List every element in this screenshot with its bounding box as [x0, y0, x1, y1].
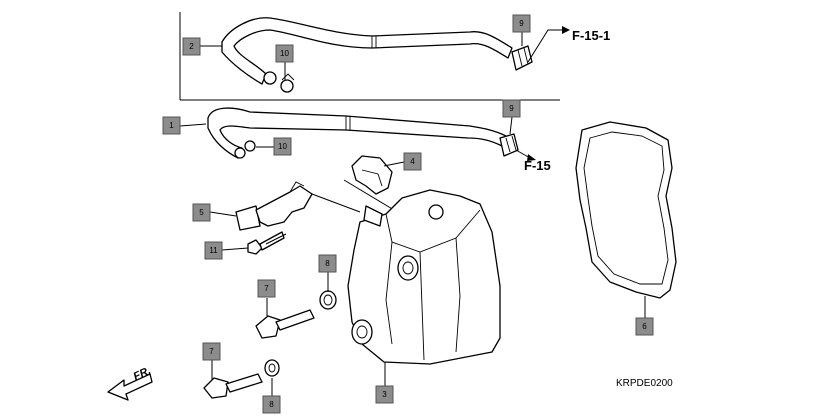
hose-1 [207, 107, 507, 159]
callout-8-lower: 8 [262, 395, 281, 414]
diagram-code: KRPDE0200 [616, 378, 673, 389]
callout-1: 1 [162, 116, 181, 135]
washer-8-lower [264, 359, 280, 377]
callout-7-upper-label: 7 [264, 284, 269, 293]
holder-5 [235, 181, 361, 231]
callout-1-label: 1 [169, 121, 174, 130]
reference-label-upper: F-15-1 [572, 28, 610, 43]
callout-4-label: 4 [410, 157, 415, 166]
ref-arrow-upper [527, 26, 570, 63]
leader-lines [179, 32, 646, 396]
callout-6-label: 6 [642, 322, 647, 331]
bracket-4 [343, 155, 395, 211]
bolt-11 [247, 231, 287, 255]
reference-label-lower: F-15 [524, 158, 551, 173]
callout-10-lower: 10 [273, 137, 292, 156]
bolt-7-lower [203, 373, 263, 399]
callout-11: 11 [204, 241, 223, 260]
callout-10-upper: 10 [275, 44, 294, 63]
callout-4: 4 [403, 152, 422, 171]
callout-9-upper-label: 9 [519, 19, 524, 28]
ref-arrow-lower [515, 149, 536, 161]
bolt-7-upper [255, 309, 315, 339]
clamp-10-upper [280, 73, 295, 93]
callout-9-lower-label: 9 [509, 104, 514, 113]
callout-8-lower-label: 8 [269, 400, 274, 409]
callout-3-label: 3 [382, 390, 387, 399]
callout-7-upper: 7 [257, 279, 276, 298]
gasket-6 [575, 121, 677, 299]
callout-5-label: 5 [199, 208, 204, 217]
clip-9-upper [511, 45, 533, 71]
callout-8-upper-label: 8 [325, 259, 330, 268]
hose-2 [221, 17, 513, 85]
callout-5: 5 [192, 203, 211, 222]
cylinder-head-cover-3 [347, 189, 501, 365]
callout-11-label: 11 [209, 246, 218, 255]
callout-10-upper-label: 10 [280, 49, 289, 58]
callout-9-upper: 9 [512, 14, 531, 33]
callout-8-upper: 8 [318, 254, 337, 273]
front-direction-arrow [107, 373, 153, 401]
clip-9-lower [499, 133, 519, 157]
upper-frame [179, 12, 560, 101]
callout-7-lower: 7 [202, 342, 221, 361]
callout-6: 6 [635, 317, 654, 336]
callout-7-lower-label: 7 [209, 347, 214, 356]
callout-3: 3 [375, 385, 394, 404]
callout-10-lower-label: 10 [278, 142, 287, 151]
callout-2: 2 [182, 37, 201, 56]
callout-9-lower: 9 [502, 99, 521, 118]
callout-2-label: 2 [189, 42, 194, 51]
washer-8-upper [319, 290, 337, 310]
clamp-10-lower [244, 140, 256, 152]
